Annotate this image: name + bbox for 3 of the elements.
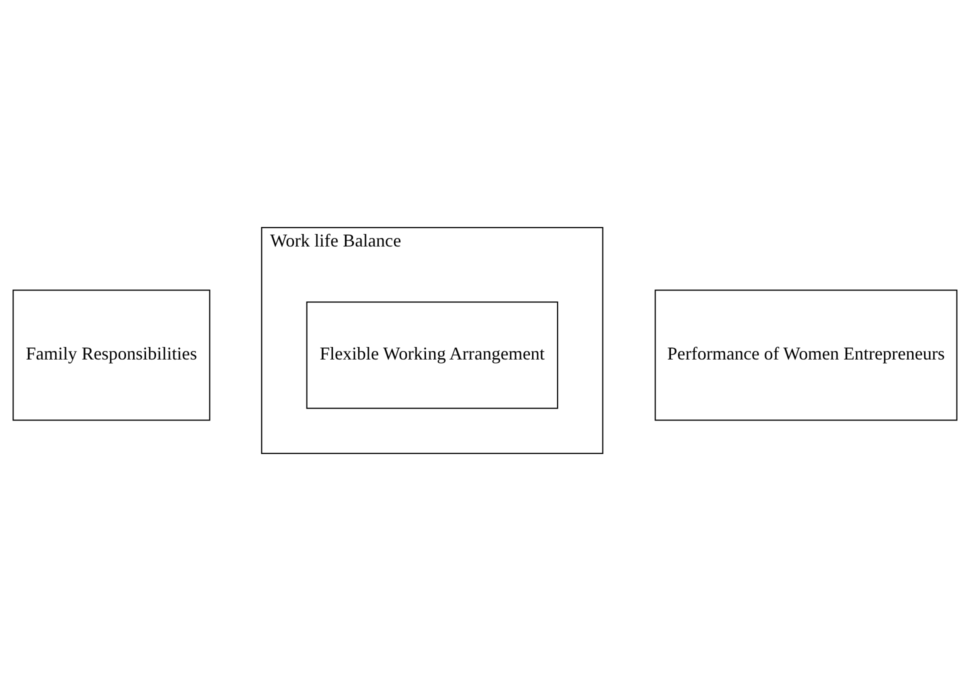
node-box: Flexible Working Arrangement — [306, 302, 558, 409]
node-box: Family Responsibilities — [12, 290, 210, 421]
node-box: Performance of Women Entrepreneurs — [654, 290, 958, 421]
